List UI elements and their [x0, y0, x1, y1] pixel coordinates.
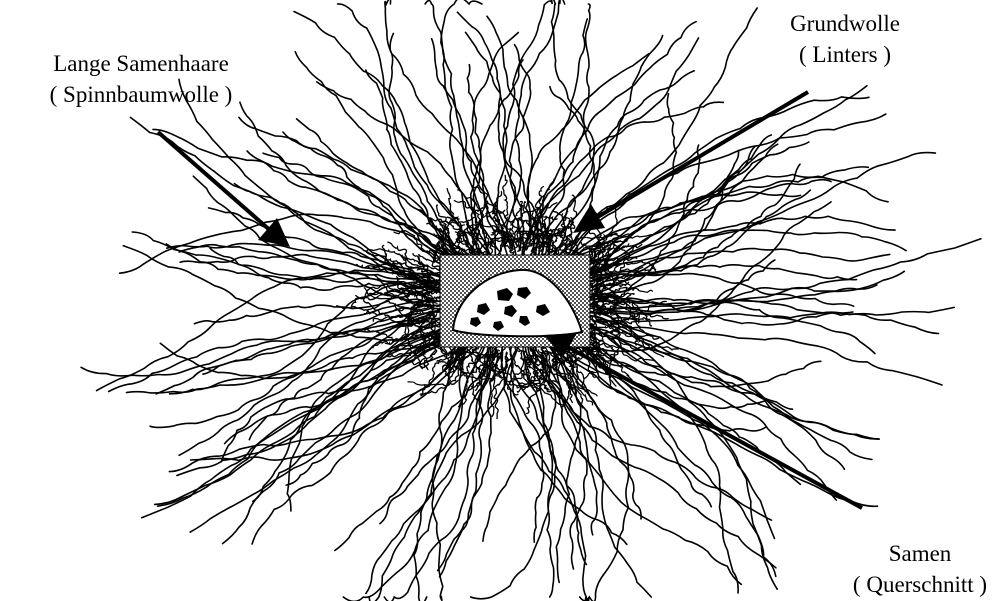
- long-seed-hair: [565, 175, 889, 263]
- long-seed-hair: [550, 345, 629, 601]
- long-seed-hair: [81, 314, 434, 376]
- label-long-seed-hairs-line2: ( Spinnbaumwolle ): [6, 79, 276, 110]
- label-seed-line1: Samen: [825, 538, 1005, 569]
- arrow-linters-head: [573, 204, 605, 233]
- long-seed-hair: [127, 329, 442, 393]
- label-long-seed-hairs-line1: Lange Samenhaare: [6, 48, 276, 79]
- long-seed-hair: [585, 324, 844, 470]
- long-seed-hair: [158, 339, 470, 506]
- long-seed-hair: [522, 38, 698, 257]
- label-linters: Grundwolle ( Linters ): [760, 8, 930, 70]
- label-linters-line1: Grundwolle: [760, 8, 930, 39]
- arrow-long-hairs-shaft: [158, 132, 272, 232]
- label-seed-line2: ( Querschnitt ): [825, 569, 1005, 600]
- label-seed: Samen ( Querschnitt ): [825, 538, 1005, 600]
- label-long-seed-hairs: Lange Samenhaare ( Spinnbaumwolle ): [6, 48, 276, 110]
- label-linters-line2: ( Linters ): [760, 39, 930, 70]
- long-seed-hair: [120, 214, 460, 273]
